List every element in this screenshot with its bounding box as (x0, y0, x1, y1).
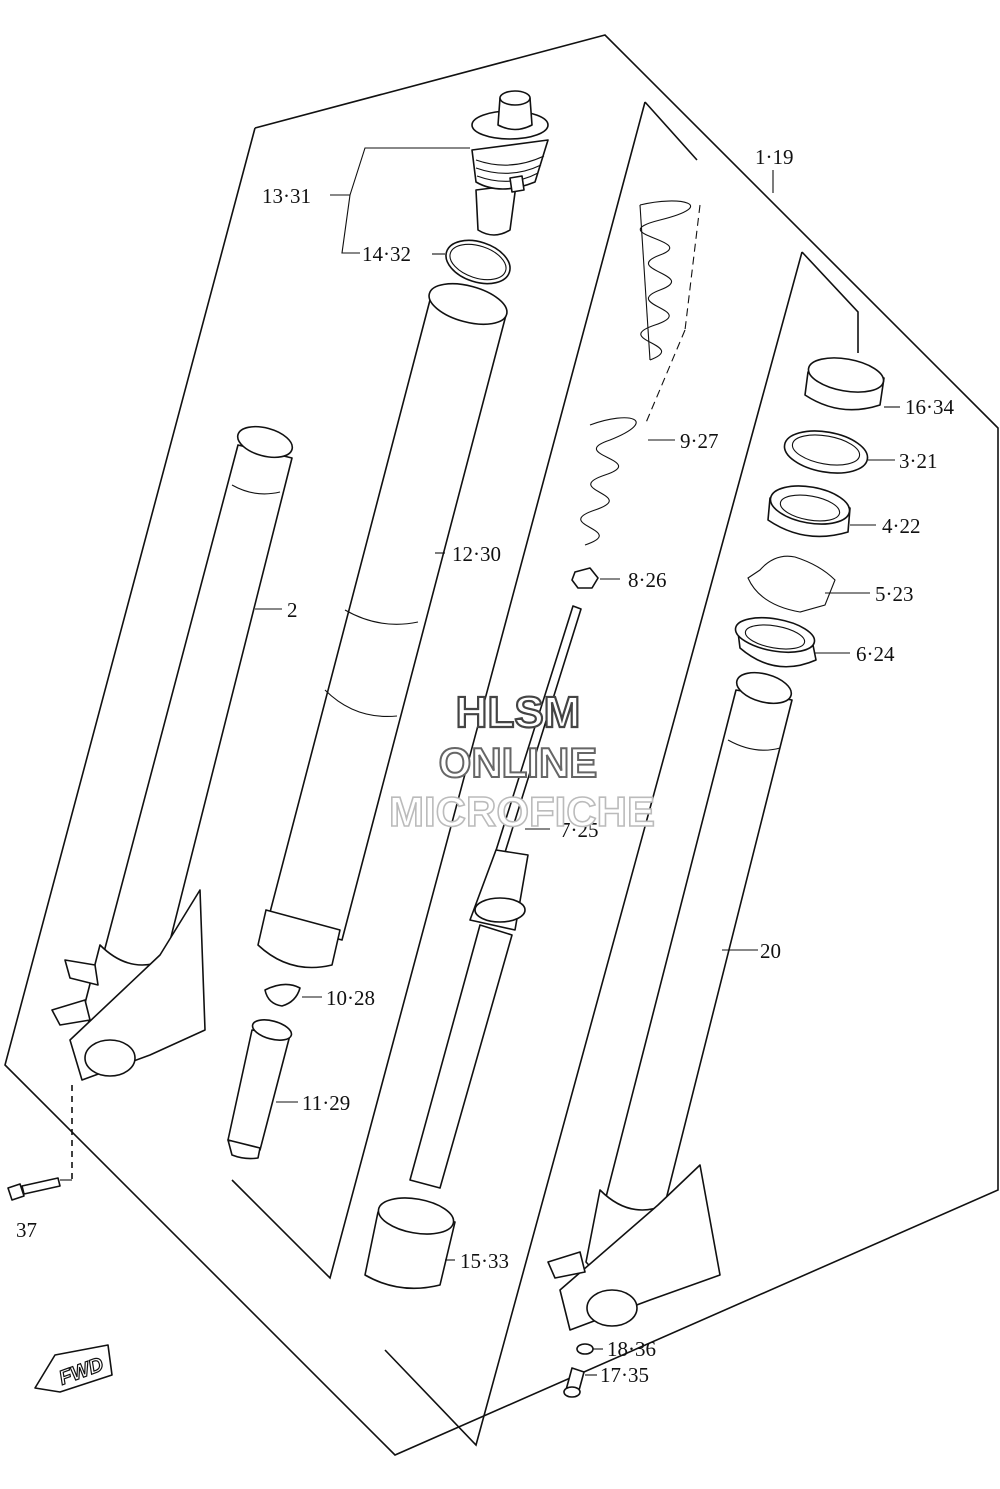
o-ring-14-32-inner (449, 243, 507, 281)
inner-group-outline (384, 251, 803, 1447)
dust-seal-6-24 (734, 616, 817, 668)
label-13-31: 13·31 (262, 184, 311, 208)
label-2: 2 (287, 598, 298, 622)
label-12-30: 12·30 (452, 542, 501, 566)
label-4-22: 4·22 (882, 514, 921, 538)
piece-11-29 (227, 1019, 293, 1160)
stopper-ring-5-23 (747, 555, 836, 613)
label-37: 37 (16, 1218, 37, 1242)
label-1-19: 1·19 (755, 145, 794, 169)
fork-cap-13-31 (471, 90, 549, 236)
leader-line (341, 194, 360, 254)
label-18-36: 18·36 (607, 1337, 656, 1361)
outer-tube-12-30 (257, 282, 508, 969)
watermark-line-2: ONLINE (439, 739, 598, 786)
inner-group-outline (801, 251, 859, 353)
watermark: HLSM ONLINE MICROFICHE (388, 687, 656, 836)
label-8-26: 8·26 (628, 568, 667, 592)
oil-seal-4-22 (767, 485, 851, 538)
inner-tube-2 (51, 425, 294, 1081)
bolt-37 (7, 1177, 61, 1201)
inner-group-outline (644, 101, 698, 161)
label-14-32: 14·32 (362, 242, 411, 266)
label-10-28: 10·28 (326, 986, 375, 1010)
nut-8-26 (571, 567, 599, 589)
washer-3-21 (783, 430, 869, 474)
label-20: 20 (760, 939, 781, 963)
watermark-line-1: HLSM (456, 688, 581, 737)
label-3-21: 3·21 (899, 449, 938, 473)
fwd-direction-badge: FWD (34, 1344, 113, 1393)
bolt-17-35 (563, 1367, 585, 1398)
watermark-line-3: MICROFICHE (389, 788, 655, 835)
label-6-24: 6·24 (856, 642, 895, 666)
fork-spring-9-27 (580, 200, 701, 546)
label-9-27: 9·27 (680, 429, 719, 453)
label-16-34: 16·34 (905, 395, 954, 419)
inner-group-outline (231, 101, 646, 1280)
label-5-23: 5·23 (875, 582, 914, 606)
label-15-33: 15·33 (460, 1249, 509, 1273)
label-7-25: 7·25 (560, 818, 599, 842)
leader-line (330, 147, 470, 196)
assembly-outline (4, 34, 999, 1456)
bushing-15-33 (364, 1197, 456, 1290)
washer-18-36 (576, 1343, 594, 1355)
inner-tube-20 (547, 671, 793, 1331)
bushing-16-34 (804, 357, 885, 411)
label-17-35: 17·35 (600, 1363, 649, 1387)
label-11-29: 11·29 (302, 1091, 350, 1115)
oil-lock-piece-10-28 (264, 983, 301, 1007)
damper-cartridge-7-25 (409, 605, 582, 1189)
